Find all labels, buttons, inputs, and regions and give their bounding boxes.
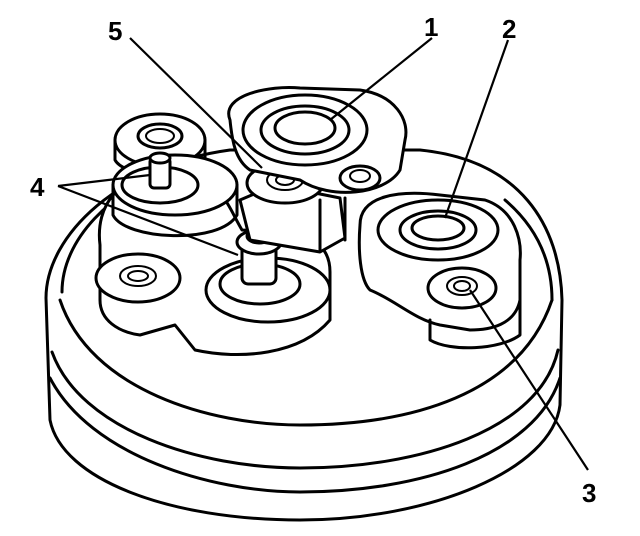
leader-3 <box>469 289 589 471</box>
right-flange <box>357 191 522 350</box>
leader-1 <box>329 37 433 121</box>
callout-2: 2 <box>502 14 516 44</box>
callout-5: 5 <box>108 16 122 46</box>
callout-labels: 1 2 3 4 5 <box>30 12 596 508</box>
leader-4b <box>57 184 239 257</box>
leader-4a <box>57 173 151 188</box>
leader-5 <box>129 37 263 169</box>
callout-3: 3 <box>582 478 596 508</box>
callout-1: 1 <box>424 12 438 42</box>
upper-flange <box>227 86 408 194</box>
leader-lines <box>57 37 589 471</box>
callout-4: 4 <box>30 172 45 202</box>
leader-2 <box>443 39 510 219</box>
